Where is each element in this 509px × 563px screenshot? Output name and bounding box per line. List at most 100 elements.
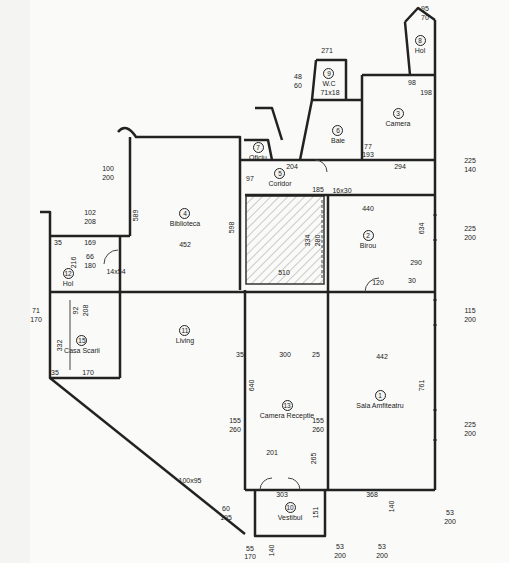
- dimension-label: 100: [102, 165, 114, 172]
- dimension-label: 225: [464, 157, 476, 164]
- dimension-label: 442: [376, 353, 388, 360]
- dimension-label: 140: [269, 544, 276, 556]
- room-label: 5Coridor: [267, 167, 294, 189]
- dimension-label: 225: [464, 421, 476, 428]
- dimension-label: 169: [84, 239, 96, 246]
- dimension-label: 260: [229, 426, 241, 433]
- dimension-label: 98: [408, 79, 416, 86]
- room-label: 3Camera: [384, 107, 413, 129]
- dimension-label: 208: [83, 304, 90, 316]
- room-label: 11Living: [174, 324, 196, 346]
- room-number: 2: [363, 230, 374, 241]
- dimension-label: 140: [389, 500, 396, 512]
- dimension-label: 53: [378, 543, 386, 550]
- room-label: 13Camera Receptie: [258, 399, 316, 421]
- dimension-label: 294: [394, 163, 406, 170]
- room-number: 15: [76, 335, 87, 346]
- room-name: Casa Scarii: [64, 347, 100, 355]
- room-number: 6: [332, 125, 343, 136]
- room-number: 4: [179, 208, 190, 219]
- room-number: 12: [63, 268, 74, 279]
- room-label: 15Casa Scarii: [62, 334, 102, 356]
- dimension-label: 35: [54, 239, 62, 246]
- dimension-label: 92: [72, 306, 79, 314]
- room-name: Biblioteca: [170, 220, 200, 228]
- dimension-label: 200: [464, 430, 476, 437]
- dimension-label: 185: [312, 186, 324, 193]
- room-name: Birou: [360, 242, 376, 250]
- dimension-label: 151: [313, 506, 320, 518]
- room-name: Hol: [63, 280, 74, 288]
- dimension-label: 170: [30, 316, 42, 323]
- dimension-label: 200: [334, 552, 346, 559]
- dimension-label: 140: [464, 166, 476, 173]
- dimension-label: 95: [421, 5, 429, 12]
- dimension-label: 60: [294, 82, 302, 89]
- room-number: 13: [282, 400, 293, 411]
- dimension-label: 100x95: [179, 477, 202, 484]
- dimension-label: 77: [364, 143, 372, 150]
- dimension-label: 193: [362, 151, 374, 158]
- room-name: Vestibul: [278, 514, 303, 522]
- dimension-label: 155: [229, 417, 241, 424]
- dimension-label: 271: [321, 47, 333, 54]
- dimension-label: 761: [419, 379, 426, 391]
- dimension-label: 35: [51, 369, 59, 376]
- dimension-label: 452: [179, 241, 191, 248]
- room-label: 12Hol: [61, 267, 76, 289]
- room-name: Sala Amfiteatru: [356, 402, 403, 410]
- room-label: 6Baie: [329, 124, 347, 146]
- room-name: Coridor: [269, 180, 292, 188]
- dimension-label: 200: [444, 518, 456, 525]
- dimension-label: 440: [362, 205, 374, 212]
- room-name: Oficiu: [249, 154, 267, 162]
- dimension-label: 303: [276, 491, 288, 498]
- dimension-label: 200: [102, 174, 114, 181]
- dimension-label: 48: [294, 73, 302, 80]
- room-number: 7: [253, 142, 264, 153]
- dimension-label: 640: [249, 379, 256, 391]
- room-label: 9W.C: [320, 67, 337, 89]
- dimension-label: 332: [57, 339, 64, 351]
- dimension-label: 53: [336, 543, 344, 550]
- dimension-label: 510: [278, 269, 290, 276]
- room-name: Baie: [331, 137, 345, 145]
- dimension-label: 180: [84, 262, 96, 269]
- dimension-label: 598: [229, 221, 236, 233]
- dimension-label: 30: [408, 277, 416, 284]
- dimension-label: 201: [266, 449, 278, 456]
- dimension-label: 216: [71, 256, 78, 268]
- dimension-label: 25: [312, 351, 320, 358]
- dimension-label: 589: [133, 209, 140, 221]
- dimension-label: 60: [222, 505, 230, 512]
- room-label: 8Hol: [413, 34, 428, 56]
- room-number: 11: [179, 325, 190, 336]
- room-name: Camera: [386, 120, 411, 128]
- room-name: Camera Receptie: [260, 412, 314, 420]
- room-label: 2Birou: [358, 229, 378, 251]
- dimension-label: 198: [420, 89, 432, 96]
- dimension-label: 208: [84, 218, 96, 225]
- dimension-label: 66: [86, 253, 94, 260]
- room-label: 7Oficiu: [247, 141, 269, 163]
- dimension-label: 334: [305, 234, 312, 246]
- room-number: 8: [415, 35, 426, 46]
- dimension-label: 200: [464, 316, 476, 323]
- dimension-label: 200: [376, 552, 388, 559]
- room-label: 1Sala Amfiteatru: [354, 389, 405, 411]
- dimension-label: 200: [464, 234, 476, 241]
- dimension-label: 53: [446, 509, 454, 516]
- dimension-label: 195: [220, 514, 232, 521]
- dimension-label: 97: [246, 175, 254, 182]
- dimension-label: 115: [464, 307, 475, 314]
- room-label: 4Biblioteca: [168, 207, 202, 229]
- dimension-label: 155: [312, 417, 324, 424]
- dimension-label: 368: [366, 491, 378, 498]
- dimension-label: 265: [311, 452, 318, 464]
- room-number: 1: [375, 390, 386, 401]
- dimension-label: 300: [279, 351, 291, 358]
- room-name: W.C: [322, 80, 335, 88]
- room-number: 5: [274, 168, 285, 179]
- dimension-label: 225: [464, 225, 476, 232]
